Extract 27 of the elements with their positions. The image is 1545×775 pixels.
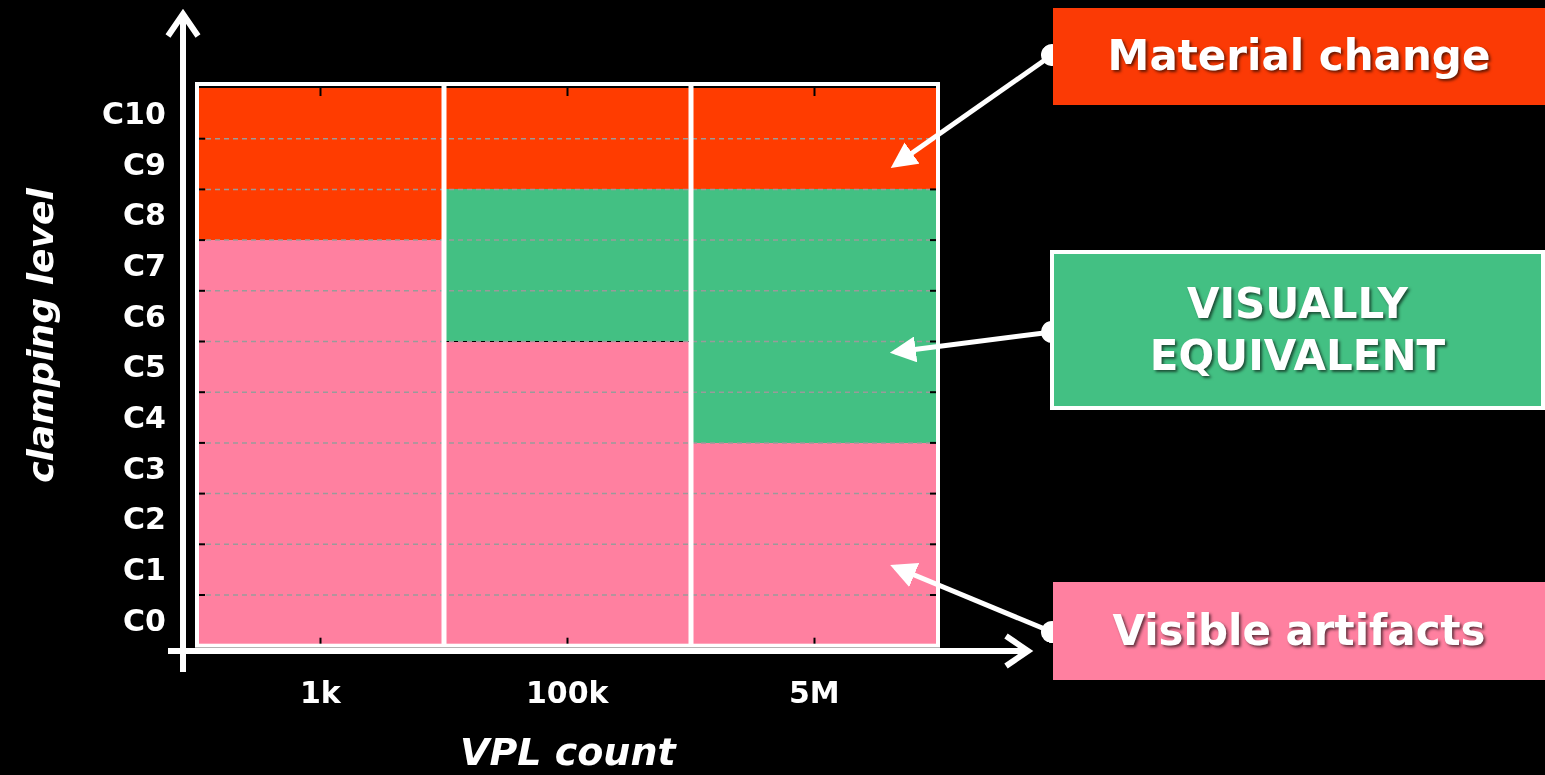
tick-label: C9 bbox=[123, 146, 166, 182]
tick-label: C8 bbox=[123, 197, 166, 233]
tick-label: C6 bbox=[123, 298, 166, 334]
callout-box: Material change bbox=[1053, 8, 1545, 105]
tick-label: C2 bbox=[123, 501, 166, 537]
chart-region bbox=[444, 88, 691, 190]
tick-label: 100k bbox=[526, 674, 609, 710]
chart-region bbox=[197, 240, 444, 646]
callout-box: VISUALLY EQUIVALENT bbox=[1050, 250, 1545, 410]
chart-region bbox=[691, 88, 938, 190]
callout-box: Visible artifacts bbox=[1053, 582, 1545, 680]
tick-label: 5M bbox=[789, 674, 840, 710]
axis-title: VPL count bbox=[460, 730, 676, 774]
chart-region bbox=[691, 189, 938, 443]
chart-region bbox=[197, 88, 444, 241]
chart-region bbox=[691, 442, 938, 646]
tick-label: C7 bbox=[123, 247, 166, 283]
tick-label: C4 bbox=[123, 400, 166, 436]
chart-region bbox=[444, 189, 691, 342]
axis-title: clamping level bbox=[19, 187, 61, 483]
tick-label: C10 bbox=[102, 95, 166, 131]
tick-label: C5 bbox=[123, 349, 166, 385]
tick-label: C1 bbox=[123, 552, 166, 588]
tick-label: C3 bbox=[123, 450, 166, 486]
tick-label: 1k bbox=[300, 674, 341, 710]
chart-region bbox=[444, 341, 691, 646]
tick-label: C0 bbox=[123, 602, 166, 638]
